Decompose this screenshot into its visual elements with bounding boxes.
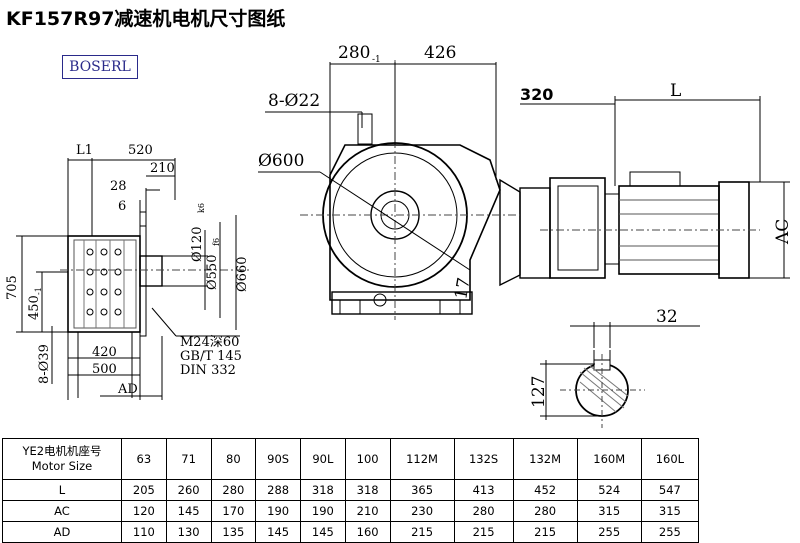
table-cell: 280 xyxy=(210,479,257,501)
row-label: L xyxy=(2,479,122,501)
dim-8-039: 8-Ø39 xyxy=(37,344,52,384)
dim-520: 520 xyxy=(128,143,153,158)
dim-500: 500 xyxy=(92,362,117,377)
dim-AC: AC xyxy=(773,219,793,245)
page-title: KF157R97减速机电机尺寸图纸 xyxy=(6,8,286,30)
row-label: AC xyxy=(2,500,122,522)
motor-size-table: YE2电机机座号 Motor Size 63 71 80 90S 90L 100… xyxy=(2,438,700,543)
dim-280-tolerance: -1 xyxy=(372,55,381,65)
table-cell: 205 xyxy=(121,479,167,501)
table-row: AC 120 145 170 190 190 210 230 280 280 3… xyxy=(2,500,700,522)
dim-L1: L1 xyxy=(76,143,93,158)
table-cell: 135 xyxy=(210,521,257,543)
size-cell: 112M xyxy=(389,438,455,480)
shaft-section-drawing xyxy=(540,322,700,428)
table-cell: 130 xyxy=(165,521,212,543)
dim-AD: AD xyxy=(117,382,138,397)
size-cell: 90L xyxy=(300,438,346,480)
header-line-chinese: YE2电机机座号 xyxy=(22,444,102,458)
size-cell: 132M xyxy=(512,438,578,480)
brand-logo: BOSERL xyxy=(62,55,138,79)
table-cell: 190 xyxy=(255,500,301,522)
table-cell: 315 xyxy=(640,500,700,522)
dim-705: 705 xyxy=(5,275,20,300)
size-cell: 160M xyxy=(576,438,642,480)
side-view-drawing xyxy=(16,158,250,400)
table-cell: 145 xyxy=(165,500,212,522)
table-cell: 145 xyxy=(300,521,346,543)
thread-spec: M24深60 xyxy=(180,335,239,350)
dim-660: Ø660 xyxy=(235,257,250,292)
table-row: L 205 260 280 288 318 318 365 413 452 52… xyxy=(2,479,700,501)
dim-32: 32 xyxy=(656,307,678,327)
dim-L: L xyxy=(670,81,681,101)
table-cell: 318 xyxy=(300,479,346,501)
table-cell: 255 xyxy=(576,521,642,543)
table-cell: 255 xyxy=(640,521,700,543)
dim-120: Ø120 xyxy=(190,227,205,262)
technical-drawing: L1 520 28 210 6 Ø120 k6 Ø550 f6 Ø660 705… xyxy=(5,43,793,428)
table-cell: 318 xyxy=(344,479,391,501)
dim-550: Ø550 xyxy=(205,255,220,290)
dim-420: 420 xyxy=(92,345,117,360)
table-cell: 280 xyxy=(512,500,578,522)
table-cell: 145 xyxy=(255,521,301,543)
size-cell: 132S xyxy=(453,438,514,480)
size-cell: 160L xyxy=(640,438,700,480)
dim-426: 426 xyxy=(424,43,456,63)
table-cell: 365 xyxy=(389,479,455,501)
size-cell: 71 xyxy=(165,438,212,480)
table-header-row: YE2电机机座号 Motor Size 63 71 80 90S 90L 100… xyxy=(2,438,700,480)
table-cell: 215 xyxy=(453,521,514,543)
dim-127: 127 xyxy=(529,376,549,408)
table-cell: 315 xyxy=(576,500,642,522)
front-view-drawing xyxy=(258,60,790,320)
dim-600: Ø600 xyxy=(258,151,304,171)
table-cell: 120 xyxy=(121,500,167,522)
dim-6: 6 xyxy=(118,199,126,214)
table-cell: 260 xyxy=(165,479,212,501)
front-view-labels: 280 -1 426 8-Ø22 Ø600 17 320 L AC xyxy=(258,43,793,301)
table-cell: 210 xyxy=(344,500,391,522)
table-cell: 190 xyxy=(300,500,346,522)
size-cell: 80 xyxy=(210,438,257,480)
table-cell: 413 xyxy=(453,479,514,501)
dim-28: 28 xyxy=(110,179,127,194)
dim-320: 320 xyxy=(520,85,553,104)
dim-550-tolerance: f6 xyxy=(212,238,221,246)
table-cell: 110 xyxy=(121,521,167,543)
table-cell: 160 xyxy=(344,521,391,543)
side-view-labels: L1 520 28 210 6 Ø120 k6 Ø550 f6 Ø660 705… xyxy=(5,143,250,397)
standard-gb: GB/T 145 xyxy=(180,349,242,364)
dim-450-tolerance: -1 xyxy=(34,287,43,295)
table-cell: 230 xyxy=(389,500,455,522)
table-cell: 452 xyxy=(512,479,578,501)
dim-280: 280 xyxy=(338,43,370,63)
dim-450: 450 xyxy=(27,295,42,320)
dim-8-022: 8-Ø22 xyxy=(268,91,320,111)
table-cell: 215 xyxy=(512,521,578,543)
dim-210: 210 xyxy=(150,161,175,176)
table-cell: 280 xyxy=(453,500,514,522)
table-cell: 215 xyxy=(389,521,455,543)
row-label: AD xyxy=(2,521,122,543)
table-cell: 547 xyxy=(640,479,700,501)
table-cell: 170 xyxy=(210,500,257,522)
size-cell: 100 xyxy=(344,438,391,480)
table-cell: 524 xyxy=(576,479,642,501)
header-line-english: Motor Size xyxy=(31,459,93,473)
table-header-cell: YE2电机机座号 Motor Size xyxy=(2,438,122,480)
dim-120-tolerance: k6 xyxy=(197,203,206,213)
size-cell: 63 xyxy=(121,438,167,480)
standard-din: DIN 332 xyxy=(180,363,236,378)
shaft-section-labels: 32 127 xyxy=(529,307,678,408)
dim-17: 17 xyxy=(451,276,474,301)
size-cell: 90S xyxy=(255,438,301,480)
table-cell: 288 xyxy=(255,479,301,501)
table-row: AD 110 130 135 145 145 160 215 215 215 2… xyxy=(2,521,700,543)
